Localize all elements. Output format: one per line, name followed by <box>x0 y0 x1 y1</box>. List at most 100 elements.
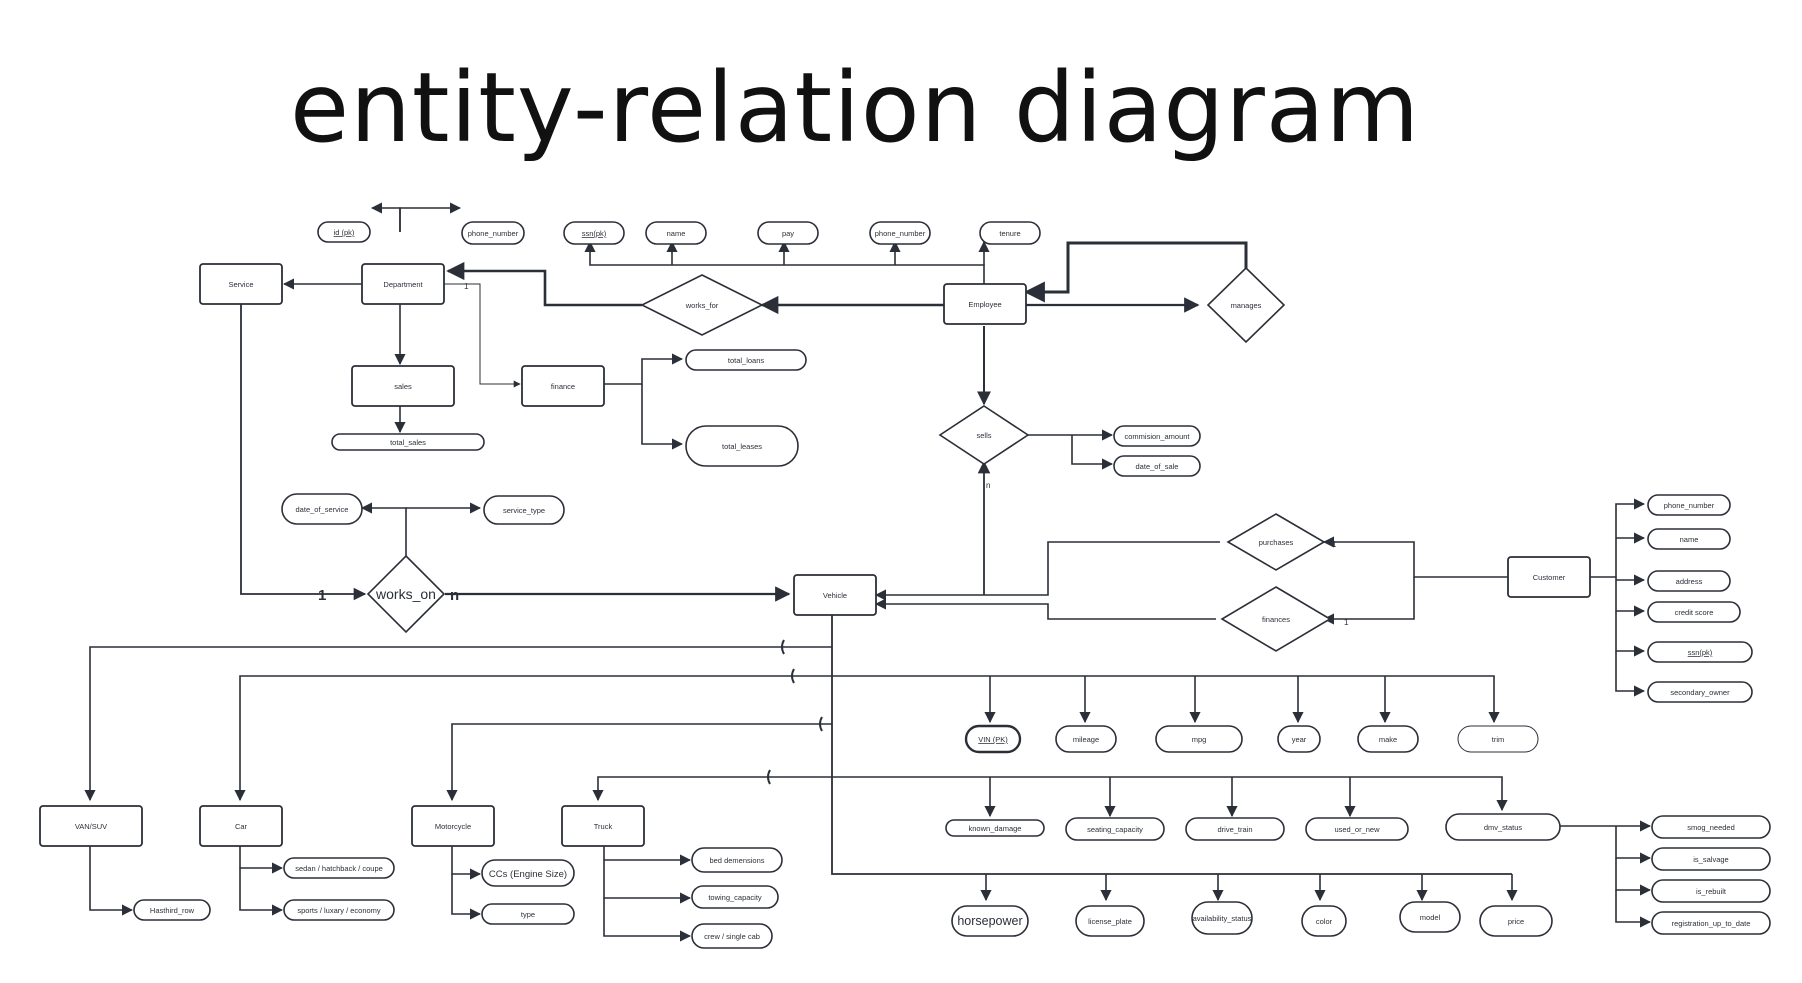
attr-emp-name[interactable]: name <box>645 221 707 245</box>
attr-known-damage[interactable]: known_damage <box>945 819 1045 837</box>
attr-availability-status-label: availability_status <box>1193 914 1252 923</box>
attr-dept-id[interactable]: id (pk) <box>317 221 371 243</box>
attr-total-loans[interactable]: total_loans <box>685 349 807 371</box>
attr-moto-type[interactable]: type <box>481 903 575 925</box>
entity-truck[interactable]: Truck <box>561 805 645 847</box>
attr-model[interactable]: model <box>1399 901 1461 933</box>
card-works-on-right: n <box>450 587 459 604</box>
entity-motorcycle[interactable]: Motorcycle <box>411 805 495 847</box>
attr-is-rebuilt-label: is_rebuilt <box>1696 887 1727 896</box>
attr-drive-train-label: drive_train <box>1217 825 1252 834</box>
entity-customer[interactable]: Customer <box>1507 556 1591 598</box>
attr-bed[interactable]: bed demensions <box>691 847 783 873</box>
connector-vehicle-van <box>84 646 832 802</box>
connector-cust-ssn <box>1615 611 1646 657</box>
attr-year[interactable]: year <box>1277 725 1321 753</box>
relationship-works-for[interactable]: works_for <box>640 274 764 336</box>
entity-service[interactable]: Service <box>199 263 283 305</box>
attr-emp-tenure[interactable]: tenure <box>979 221 1041 245</box>
attr-credit-score[interactable]: credit score <box>1647 601 1741 623</box>
attr-emp-phone[interactable]: phone_number <box>869 221 931 245</box>
attr-color[interactable]: color <box>1301 905 1347 937</box>
attr-cust-phone[interactable]: phone_number <box>1647 494 1731 516</box>
relationship-works-on-label: works_on <box>375 586 436 602</box>
attr-dmv-status-label: dmv_status <box>1484 823 1523 832</box>
attr-drive-train[interactable]: drive_train <box>1185 817 1285 841</box>
attr-vin[interactable]: VIN (PK) <box>964 724 1022 754</box>
connector-attr-row1 <box>832 675 1500 724</box>
attr-dmv-status[interactable]: dmv_status <box>1445 813 1561 841</box>
attr-emp-ssn[interactable]: ssn(pk) <box>563 221 625 245</box>
attr-date-of-sale[interactable]: date_of_sale <box>1113 455 1201 477</box>
attr-dept-phone[interactable]: phone_number <box>461 221 525 245</box>
connector-emp-ssn <box>584 240 985 284</box>
attr-ccs[interactable]: CCs (Engine Size) <box>481 859 575 887</box>
attr-car-body[interactable]: sedan / hatchback / coupe <box>283 857 395 879</box>
entity-car[interactable]: Car <box>199 805 283 847</box>
attr-hasthird-row[interactable]: Hasthird_row <box>133 899 211 921</box>
attr-used-or-new[interactable]: used_or_new <box>1305 817 1409 841</box>
connector-salvage <box>1615 826 1652 864</box>
connector-truck-cab <box>603 898 692 942</box>
connector-vehicle-trunk <box>831 614 1512 875</box>
entity-truck-label: Truck <box>594 822 613 831</box>
attr-total-sales[interactable]: total_sales <box>331 433 485 451</box>
attr-seating-capacity[interactable]: seating_capacity <box>1065 817 1165 841</box>
entity-vehicle[interactable]: Vehicle <box>793 574 877 616</box>
entity-van-suv[interactable]: VAN/SUV <box>39 805 143 847</box>
attr-registration[interactable]: registration_up_to_date <box>1651 911 1771 935</box>
entity-finance[interactable]: finance <box>521 365 605 407</box>
attr-availability-status[interactable]: availability_status <box>1191 901 1253 935</box>
card-finances: 1 <box>1344 618 1349 627</box>
attr-price[interactable]: price <box>1479 905 1553 937</box>
connector-dept-id <box>370 202 401 232</box>
card-purchases: 1 <box>1332 540 1337 549</box>
relationship-finances[interactable]: finances <box>1220 586 1332 652</box>
attr-secondary-owner[interactable]: secondary_owner <box>1647 681 1753 703</box>
card-sells: n <box>986 481 990 490</box>
attr-make[interactable]: make <box>1357 725 1419 753</box>
entity-employee[interactable]: Employee <box>943 283 1027 325</box>
attr-trim[interactable]: trim <box>1457 725 1539 753</box>
attr-credit-score-label: credit score <box>1675 608 1714 617</box>
connector-van-hasthird <box>89 842 134 916</box>
entity-sales[interactable]: sales <box>351 365 455 407</box>
attr-smog-needed[interactable]: smog_needed <box>1651 815 1771 839</box>
entity-department[interactable]: Department <box>361 263 445 305</box>
attr-towing[interactable]: towing_capacity <box>691 885 779 909</box>
attr-is-rebuilt[interactable]: is_rebuilt <box>1651 879 1771 903</box>
attr-cust-address[interactable]: address <box>1647 570 1731 592</box>
relationship-purchases[interactable]: purchases <box>1226 513 1326 571</box>
attr-smog-needed-label: smog_needed <box>1687 823 1735 832</box>
connectors <box>84 202 1652 942</box>
connector-vehicle-motorcycle <box>446 723 832 802</box>
attr-cab[interactable]: crew / single cab <box>691 923 773 949</box>
connector-cust-credit <box>1615 577 1646 617</box>
attr-total-sales-label: total_sales <box>390 438 426 447</box>
relationship-manages[interactable]: manages <box>1206 266 1286 344</box>
attr-cust-ssn[interactable]: ssn(pk) <box>1647 641 1753 663</box>
attr-cust-name[interactable]: name <box>1647 528 1731 550</box>
attr-commision[interactable]: commision_amount <box>1113 425 1201 447</box>
relationship-works-on[interactable]: works_on <box>366 554 446 634</box>
attr-horsepower[interactable]: horsepower <box>951 905 1029 937</box>
attr-total-leases[interactable]: total_leases <box>685 425 799 467</box>
connector-customer-purchases <box>1322 536 1508 578</box>
connector-cust-phone <box>1590 498 1646 578</box>
attr-emp-pay[interactable]: pay <box>757 221 819 245</box>
entity-service-label: Service <box>228 280 253 289</box>
attr-is-salvage[interactable]: is_salvage <box>1651 847 1771 871</box>
entity-car-label: Car <box>235 822 248 831</box>
relationship-sells[interactable]: sells <box>938 405 1030 465</box>
attr-cab-label: crew / single cab <box>704 932 760 941</box>
attr-mileage-label: mileage <box>1073 735 1099 744</box>
attr-license-plate[interactable]: license_plate <box>1075 905 1145 937</box>
attr-emp-phone-label: phone_number <box>875 229 926 238</box>
attr-date-of-service[interactable]: date_of_service <box>281 493 363 525</box>
attr-emp-ssn-label: ssn(pk) <box>582 229 607 238</box>
attr-mpg[interactable]: mpg <box>1155 725 1243 753</box>
attr-car-class[interactable]: sports / luxary / economy <box>283 899 395 921</box>
attr-service-type[interactable]: service_type <box>483 495 565 525</box>
attr-mileage[interactable]: mileage <box>1055 725 1117 753</box>
attr-ccs-label: CCs (Engine Size) <box>489 869 567 880</box>
